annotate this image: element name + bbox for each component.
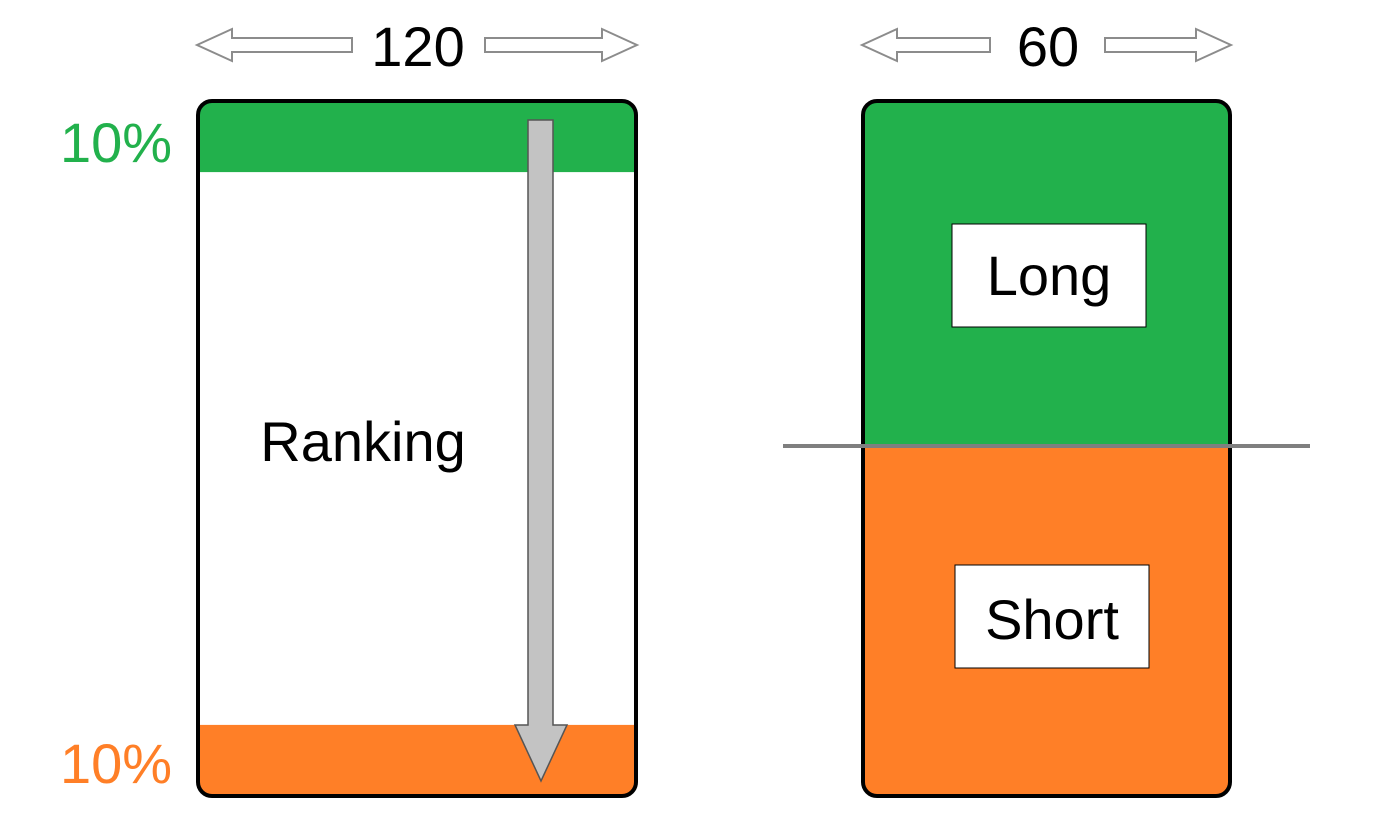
right-width-indicator: 60 [859,15,1234,78]
top-percent-label: 10% [60,111,172,174]
left-width-arrow-right-icon [484,27,640,63]
bottom-percent-label: 10% [60,732,172,795]
right-width-arrow-left-icon [859,27,991,63]
right-box-fills [863,101,1230,796]
ranking-down-arrow-icon [513,119,569,783]
right-panel: 60 Long Short [783,15,1310,798]
left-box-outline [196,99,638,798]
top-band [198,101,636,173]
ranking-label: Ranking [260,410,465,473]
left-width-arrow-left-icon [194,27,353,63]
bottom-band [198,724,636,796]
long-label-box [951,223,1147,328]
right-box-outline [861,99,1232,798]
right-width-label: 60 [1017,15,1079,78]
short-label: Short [985,588,1119,651]
left-panel: 120 10% 10% Ranking [60,15,640,798]
left-width-indicator: 120 [194,15,640,78]
left-box-fill [198,101,636,796]
left-width-label: 120 [371,15,464,78]
long-label: Long [987,244,1112,307]
short-label-box [954,564,1150,669]
right-width-arrow-right-icon [1104,27,1234,63]
left-bands [198,101,636,796]
